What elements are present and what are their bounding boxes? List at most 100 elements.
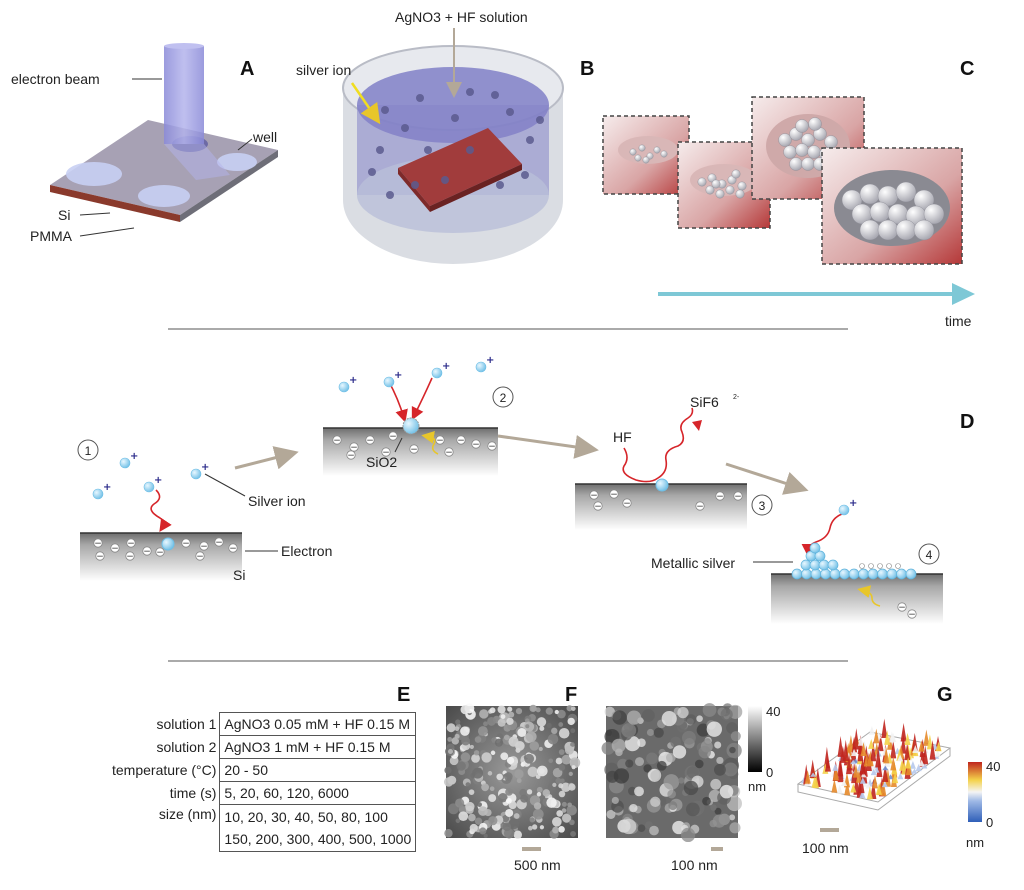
- afm-grain: [471, 753, 480, 763]
- stage-4: [821, 147, 963, 265]
- surface-peak: [810, 772, 817, 777]
- surface-peak: [897, 754, 904, 762]
- panel-label-f: F: [565, 684, 577, 706]
- surface-peak: [866, 786, 873, 800]
- surface-peak: [844, 780, 851, 796]
- afm-grain: [558, 790, 566, 798]
- ion-dot: [496, 181, 504, 189]
- electron-charge: −: [389, 432, 397, 442]
- afm-grain: [706, 721, 722, 737]
- afm-grain: [678, 777, 685, 784]
- silver-atom: [800, 559, 812, 571]
- afm-grain: [455, 818, 461, 824]
- electron: [897, 602, 907, 612]
- ion-dot: [506, 108, 514, 116]
- well-3: [217, 153, 257, 171]
- afm-grain: [447, 736, 453, 742]
- ion-dot: [441, 176, 449, 184]
- afm-grain: [488, 794, 497, 803]
- afm-grain: [535, 774, 541, 779]
- ion-dot: [466, 88, 474, 96]
- ion-dot: [416, 94, 424, 102]
- afm-grain: [649, 825, 659, 836]
- afm-grain: [536, 792, 542, 797]
- surface-peak: [882, 765, 889, 771]
- electron: [110, 543, 120, 553]
- scale-label-f1: 500 nm: [514, 857, 561, 873]
- colorbar-color: [968, 762, 982, 822]
- param-label: solution 1: [156, 716, 217, 732]
- afm-grain: [606, 809, 616, 819]
- afm-grain: [635, 757, 644, 767]
- afm-grain: [729, 814, 736, 821]
- surface-peak: [918, 759, 925, 767]
- panel-a: electron beam well Si PMMA A: [11, 43, 278, 244]
- si-slab-3: [575, 484, 747, 530]
- afm-grain: [526, 789, 533, 795]
- surface-peak: [837, 760, 844, 783]
- leader-si: [79, 212, 111, 216]
- silver-ion: [431, 367, 443, 379]
- afm-grain: [539, 825, 545, 830]
- electron-beam-shape: [164, 46, 204, 144]
- step-1-number: 1: [85, 444, 92, 458]
- afm-grain: [517, 728, 527, 737]
- electron: [155, 547, 165, 557]
- param-label: size (nm): [158, 805, 217, 822]
- afm-grain: [479, 709, 489, 719]
- afm-grain: [646, 752, 658, 765]
- electron: [381, 447, 391, 457]
- reaction-arrow-4: [801, 513, 843, 557]
- label-electron-beam: electron beam: [11, 71, 100, 87]
- afm-grain: [535, 707, 541, 713]
- afm-grain: [634, 786, 644, 797]
- electron: [435, 435, 445, 445]
- electron: [733, 491, 743, 501]
- electron: [93, 538, 103, 548]
- reaction-arrow-2b: [411, 377, 433, 421]
- surface-peak: [899, 758, 906, 771]
- electron-charge: −: [382, 448, 390, 458]
- afm-grain: [570, 742, 575, 747]
- surface-peak: [881, 781, 888, 788]
- silver-atom: [791, 568, 803, 580]
- afm-grain: [472, 767, 484, 779]
- silver-particle: [859, 219, 881, 241]
- afm-grain: [552, 782, 557, 787]
- electron: [388, 431, 398, 441]
- afm-grain: [531, 824, 538, 830]
- afm-grain: [611, 796, 619, 805]
- electron-arrow-4: [857, 585, 881, 607]
- silver-particle: [859, 183, 881, 205]
- surface-peak: [859, 777, 866, 784]
- pmma-slab-side: [50, 185, 180, 222]
- afm-grain: [601, 741, 615, 755]
- afm-grain: [716, 756, 724, 765]
- surface-peak: [868, 726, 875, 735]
- param-label: solution 2: [156, 739, 217, 755]
- panel-label-b: B: [580, 58, 594, 80]
- pmma-slab-top: [50, 120, 278, 215]
- electron: [622, 498, 632, 508]
- surface-electron: [868, 563, 874, 569]
- afm-grain: [460, 705, 470, 715]
- afm-grain: [568, 783, 576, 791]
- ion-dot: [381, 106, 389, 114]
- afm-grain: [507, 706, 513, 712]
- afm-grain: [448, 749, 454, 755]
- afm-grain: [528, 825, 533, 831]
- electron-charge: −: [347, 451, 355, 461]
- afm-grain: [569, 819, 575, 826]
- afm-grain: [561, 801, 567, 807]
- surface-peak: [905, 757, 912, 769]
- afm-grain: [556, 810, 564, 817]
- ion-charge: +: [849, 498, 857, 509]
- ion-dot: [526, 136, 534, 144]
- afm-grain: [508, 711, 515, 718]
- afm-grain: [455, 798, 465, 808]
- afm-grain: [558, 826, 565, 833]
- silver-particle: [895, 181, 917, 203]
- silver-ion: [475, 361, 487, 373]
- electron-charge: −: [182, 539, 190, 549]
